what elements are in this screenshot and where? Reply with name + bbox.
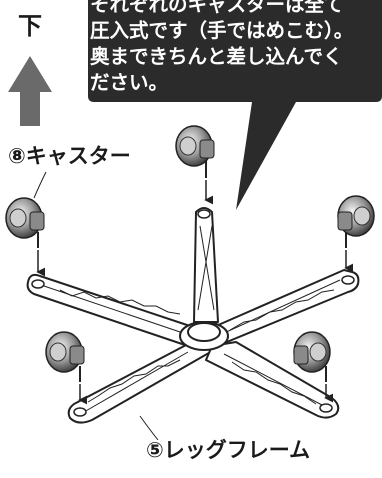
callout-text: それぞれのキャスターは全て 圧入式です（手ではめこむ）。 奥まできちんと差し込ん… (90, 0, 382, 96)
instruction-callout (88, 0, 382, 210)
down-direction-arrow (8, 56, 52, 126)
caster-front-right (293, 331, 334, 403)
caster-part-label: ⑧キャスター (8, 144, 131, 168)
leg-socket-holes (31, 209, 355, 417)
caster-right (337, 195, 375, 273)
caster-top (175, 125, 215, 205)
leg-frame-part-label: ⑤レッグフレーム (146, 438, 311, 462)
caster-front-left (45, 331, 88, 405)
callout-line: 奥まできちんと差し込んでく (90, 45, 343, 68)
direction-label: 下 (18, 12, 42, 40)
callout-line: ださい。 (90, 71, 169, 94)
leader-lines (33, 171, 159, 441)
callout-line: それぞれのキャスターは全て (90, 0, 344, 16)
callout-line: 圧入式です（手ではめこむ）。 (90, 19, 354, 42)
frame-truss-detail (59, 289, 335, 405)
leg-frame (26, 207, 360, 424)
caster-left (5, 197, 46, 277)
